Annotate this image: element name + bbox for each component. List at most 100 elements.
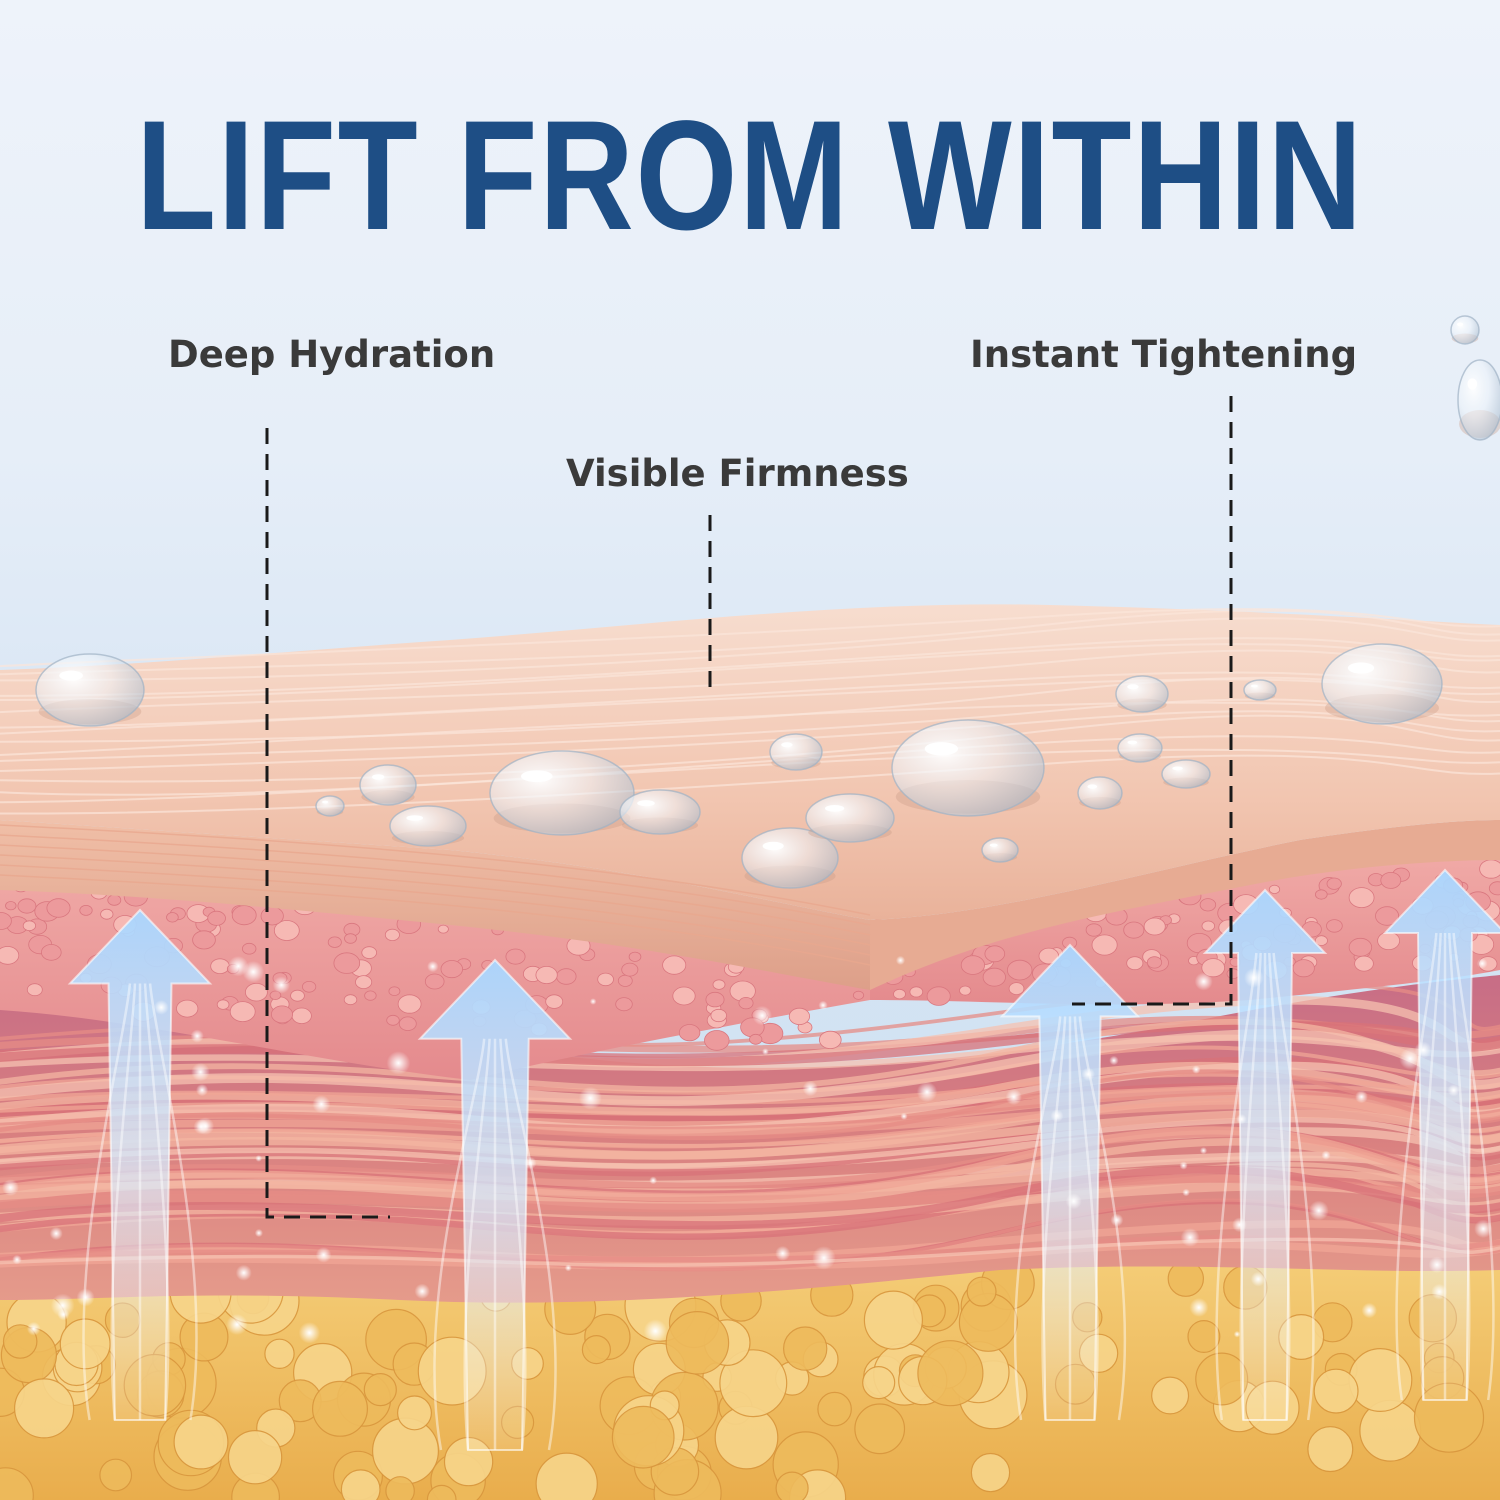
fat-globule bbox=[59, 1318, 111, 1370]
fat-globule bbox=[966, 1276, 997, 1307]
dermis-cell bbox=[1326, 919, 1343, 933]
dermis-cell bbox=[291, 1007, 312, 1025]
dermis-cell bbox=[1143, 917, 1166, 936]
callout-deep-hydration: Deep Hydration bbox=[168, 333, 496, 376]
sparkle bbox=[1005, 1088, 1022, 1106]
dermis-cell bbox=[852, 990, 865, 1000]
droplet-highlight bbox=[59, 670, 83, 681]
sparkle bbox=[775, 1245, 791, 1261]
droplet-highlight bbox=[1467, 378, 1478, 390]
sparkle bbox=[1065, 1193, 1082, 1210]
dermis-cell bbox=[597, 972, 614, 987]
dermis-cell bbox=[1268, 884, 1281, 895]
dermis-cell bbox=[327, 936, 342, 948]
sparkle bbox=[524, 1156, 537, 1170]
fat-globule bbox=[863, 1290, 924, 1350]
sparkle bbox=[643, 1319, 668, 1343]
dermis-cell bbox=[176, 999, 199, 1018]
fat-globule bbox=[1307, 1426, 1354, 1473]
sparkle bbox=[900, 1112, 908, 1120]
sparkle bbox=[649, 1176, 658, 1185]
sparkle bbox=[26, 1321, 41, 1336]
fat-globule bbox=[611, 1405, 675, 1469]
dermis-cell bbox=[984, 945, 1006, 963]
dermis-cell bbox=[1354, 955, 1374, 972]
epidermis-edge-line bbox=[0, 834, 871, 926]
water-droplet bbox=[1450, 315, 1480, 345]
dermis-cell bbox=[343, 994, 358, 1006]
dermis-cell bbox=[270, 1005, 293, 1024]
sparkle bbox=[1321, 1150, 1331, 1160]
water-droplet bbox=[1117, 733, 1163, 763]
fat-globule bbox=[227, 1429, 283, 1485]
dermis-cell bbox=[1292, 959, 1315, 978]
dermis-cell bbox=[1326, 877, 1342, 890]
water-droplet bbox=[805, 793, 895, 843]
water-droplet bbox=[315, 795, 345, 817]
water-droplet bbox=[891, 719, 1045, 817]
sparkle bbox=[1244, 968, 1264, 988]
sparkle bbox=[315, 1247, 332, 1263]
arrow-wisp bbox=[1272, 952, 1315, 1421]
droplet-highlight bbox=[372, 774, 385, 780]
sparkle bbox=[1236, 1113, 1247, 1125]
dermis-cell bbox=[440, 960, 464, 979]
dermis-cell bbox=[621, 962, 639, 977]
epidermis-line bbox=[0, 609, 1500, 676]
dermis-cell bbox=[1146, 956, 1163, 969]
dermis-cell bbox=[535, 966, 558, 985]
fat-globule bbox=[917, 1340, 984, 1407]
water-droplet bbox=[619, 789, 701, 835]
droplet-highlight bbox=[1087, 784, 1098, 789]
sparkle bbox=[1189, 1298, 1209, 1317]
sparkle bbox=[1476, 958, 1488, 969]
arrow-wisp bbox=[110, 983, 137, 1421]
dermis-cell bbox=[333, 952, 361, 974]
dermis-cell bbox=[893, 988, 906, 1000]
dermis-cell bbox=[301, 980, 317, 993]
water-droplet bbox=[389, 805, 467, 847]
dermis-cell bbox=[710, 1008, 727, 1023]
water-droplet bbox=[981, 837, 1019, 863]
arrow-wisp bbox=[504, 1038, 557, 1451]
epidermis-line bbox=[0, 617, 1500, 682]
sparkle bbox=[1194, 972, 1213, 991]
droplet-highlight bbox=[1172, 766, 1183, 771]
sparkle bbox=[57, 1308, 70, 1321]
headline: LIFT FROM WITHIN bbox=[136, 89, 1364, 263]
sparkle bbox=[298, 1322, 321, 1344]
dermis-cell bbox=[5, 901, 17, 911]
fat-globule bbox=[970, 1452, 1011, 1493]
water-droplet bbox=[359, 764, 417, 806]
droplet-highlight bbox=[824, 805, 845, 812]
epidermis-edge-line bbox=[0, 844, 871, 936]
water-droplet bbox=[1243, 679, 1277, 701]
arrow-wisp bbox=[1452, 932, 1495, 1401]
dermis-cell bbox=[749, 1033, 763, 1045]
dermis-cell bbox=[617, 974, 633, 987]
droplet-highlight bbox=[1347, 662, 1375, 674]
sparkle bbox=[191, 1062, 210, 1082]
epidermis-edge-line bbox=[0, 864, 871, 956]
epidermis-line bbox=[0, 608, 1500, 668]
sparkle bbox=[427, 960, 439, 973]
sparkle bbox=[1179, 1161, 1188, 1170]
water-droplet bbox=[489, 750, 635, 836]
dermis-cell bbox=[1377, 931, 1400, 951]
dermis-cell bbox=[1008, 982, 1025, 995]
sparkle bbox=[589, 998, 597, 1005]
dermis-cell bbox=[386, 1014, 400, 1026]
dermis-cell bbox=[1314, 935, 1328, 946]
water-droplet bbox=[1161, 759, 1211, 789]
dermis-cell bbox=[545, 994, 564, 1009]
arrow-wisp bbox=[82, 983, 132, 1421]
sparkle bbox=[1191, 1065, 1201, 1074]
dermis-cell bbox=[260, 906, 284, 926]
dermis-cell bbox=[909, 986, 924, 998]
fat-globule bbox=[581, 1334, 612, 1365]
dermis-cell bbox=[1348, 887, 1375, 908]
lift-arrow bbox=[67, 908, 213, 1421]
fat-globule bbox=[535, 1452, 598, 1500]
collagen-fiber bbox=[0, 1198, 1500, 1272]
dermis-cell bbox=[818, 1030, 842, 1050]
